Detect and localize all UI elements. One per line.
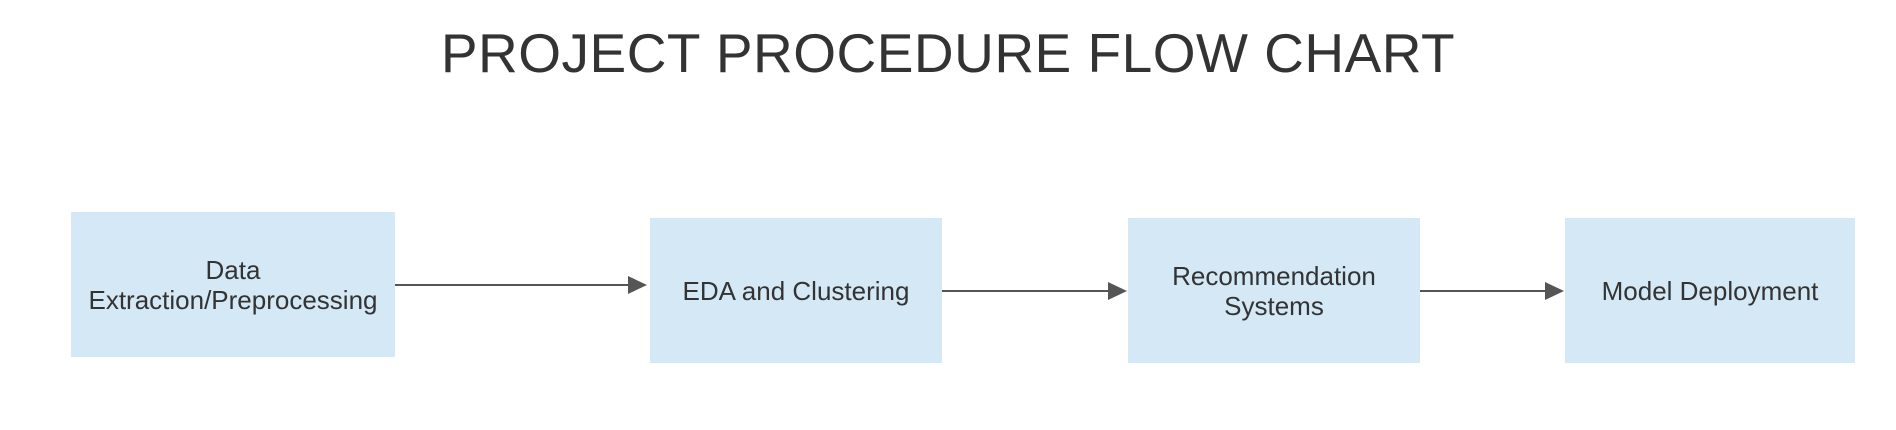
arrow-2 xyxy=(942,282,1127,300)
arrow-3 xyxy=(1420,282,1564,300)
title-area: PROJECT PROCEDURE FLOW CHART xyxy=(0,0,1896,100)
step-box-eda-clustering: EDA and Clustering xyxy=(650,218,942,363)
arrowhead-icon xyxy=(1108,282,1127,300)
step-label: Recommendation Systems xyxy=(1172,260,1376,321)
page-title: PROJECT PROCEDURE FLOW CHART xyxy=(440,22,1456,84)
step-label: EDA and Clustering xyxy=(682,275,910,306)
arrow-1 xyxy=(395,276,647,294)
step-box-data-extraction: Data Extraction/Preprocessing xyxy=(71,212,395,357)
step-label: Data Extraction/Preprocessing xyxy=(88,254,378,315)
step-box-model-deployment: Model Deployment xyxy=(1565,218,1855,363)
step-label: Model Deployment xyxy=(1601,275,1819,306)
arrowhead-icon xyxy=(1545,282,1564,300)
step-box-recommendation-systems: Recommendation Systems xyxy=(1128,218,1420,363)
arrowhead-icon xyxy=(628,276,647,294)
